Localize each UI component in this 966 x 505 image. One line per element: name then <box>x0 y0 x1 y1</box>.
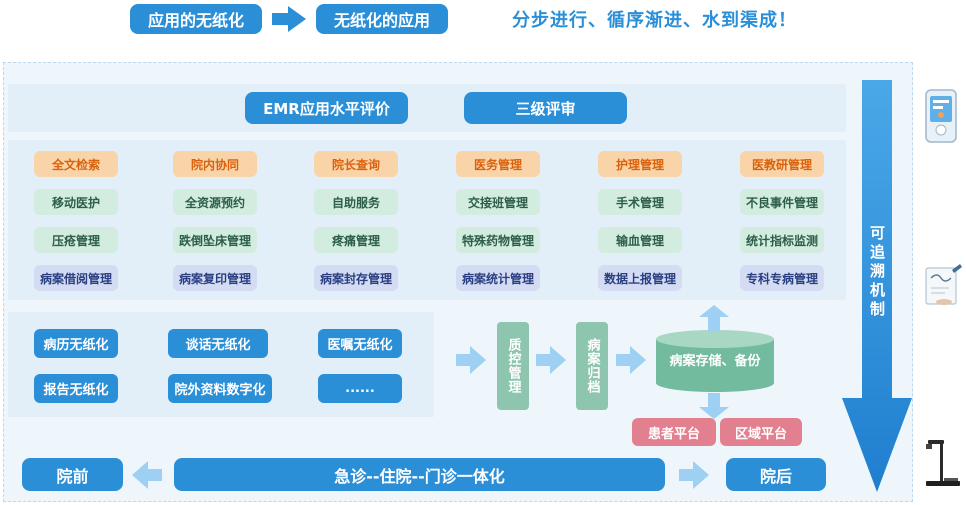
pre-hospital-button: 院前 <box>22 458 123 491</box>
right-arrow-icon <box>272 6 306 32</box>
traceability-label: 可追溯机制 <box>868 225 886 320</box>
emr-evaluation-button: EMR应用水平评价 <box>245 92 408 124</box>
module-resource-booking: 全资源预约 <box>173 189 257 215</box>
module-specialty-disease: 专科专病管理 <box>740 265 824 291</box>
up-arrow-icon <box>699 305 729 331</box>
module-transfusion: 输血管理 <box>598 227 682 253</box>
module-record-statistics: 病案统计管理 <box>456 265 540 291</box>
module-nursing-management: 护理管理 <box>598 151 682 177</box>
module-self-service: 自助服务 <box>314 189 398 215</box>
module-fall-management: 跌倒坠床管理 <box>173 227 257 253</box>
paperless-record-button: 病历无纸化 <box>34 329 118 358</box>
module-record-copy: 病案复印管理 <box>173 265 257 291</box>
paperless-report-button: 报告无纸化 <box>34 374 118 403</box>
module-mobile-care: 移动医护 <box>34 189 118 215</box>
module-adverse-events: 不良事件管理 <box>740 189 824 215</box>
database-cylinder-icon <box>656 330 774 392</box>
modules-band <box>8 140 846 300</box>
module-medical-affairs: 医务管理 <box>456 151 540 177</box>
module-data-reporting: 数据上报管理 <box>598 265 682 291</box>
application-of-paperless-label: 无纸化的应用 <box>316 4 448 34</box>
module-hospital-collaboration: 院内协同 <box>173 151 257 177</box>
post-hospital-button: 院后 <box>726 458 826 491</box>
down-arrow-icon <box>699 393 729 419</box>
right-arrow-icon <box>679 461 709 489</box>
external-data-digitization-button: 院外资料数字化 <box>168 374 272 403</box>
right-arrow-icon <box>616 346 646 374</box>
module-fulltext-search: 全文检索 <box>34 151 118 177</box>
module-pain-management: 疼痛管理 <box>314 227 398 253</box>
module-statistics-monitor: 统计指标监测 <box>740 227 824 253</box>
record-storage-label: 病案存储、备份 <box>669 354 761 369</box>
right-arrow-icon <box>536 346 566 374</box>
tier-three-review-button: 三级评审 <box>464 92 627 124</box>
module-surgery-management: 手术管理 <box>598 189 682 215</box>
traceability-down-arrow-icon <box>842 80 912 492</box>
module-shift-handover: 交接班管理 <box>456 189 540 215</box>
record-archive-box: 病案归档 <box>576 322 608 410</box>
signature-pad-icon <box>925 264 962 305</box>
regional-platform-box: 区域平台 <box>720 418 802 446</box>
module-education-research: 医教研管理 <box>740 151 824 177</box>
module-record-seal: 病案封存管理 <box>314 265 398 291</box>
left-arrow-icon <box>132 461 162 489</box>
quality-control-box: 质控管理 <box>497 322 529 410</box>
evaluation-band <box>8 84 846 132</box>
document-camera-icon <box>926 440 960 486</box>
module-record-borrow: 病案借阅管理 <box>34 265 118 291</box>
slogan-text: 分步进行、循序渐进、水到渠成！ <box>512 10 797 31</box>
paperless-orders-button: 医嘱无纸化 <box>318 329 402 358</box>
module-pressure-sore: 压疮管理 <box>34 227 118 253</box>
module-special-drugs: 特殊药物管理 <box>456 227 540 253</box>
paperless-of-application-label: 应用的无纸化 <box>130 4 262 34</box>
right-arrow-icon <box>456 346 486 374</box>
paperless-consent-button: 谈话无纸化 <box>168 329 268 358</box>
patient-platform-box: 患者平台 <box>632 418 716 446</box>
more-ellipsis-button: ...... <box>318 374 402 403</box>
integration-bar: 急诊--住院--门诊一体化 <box>174 458 665 491</box>
module-president-query: 院长查询 <box>314 151 398 177</box>
tablet-device-icon <box>925 89 957 143</box>
